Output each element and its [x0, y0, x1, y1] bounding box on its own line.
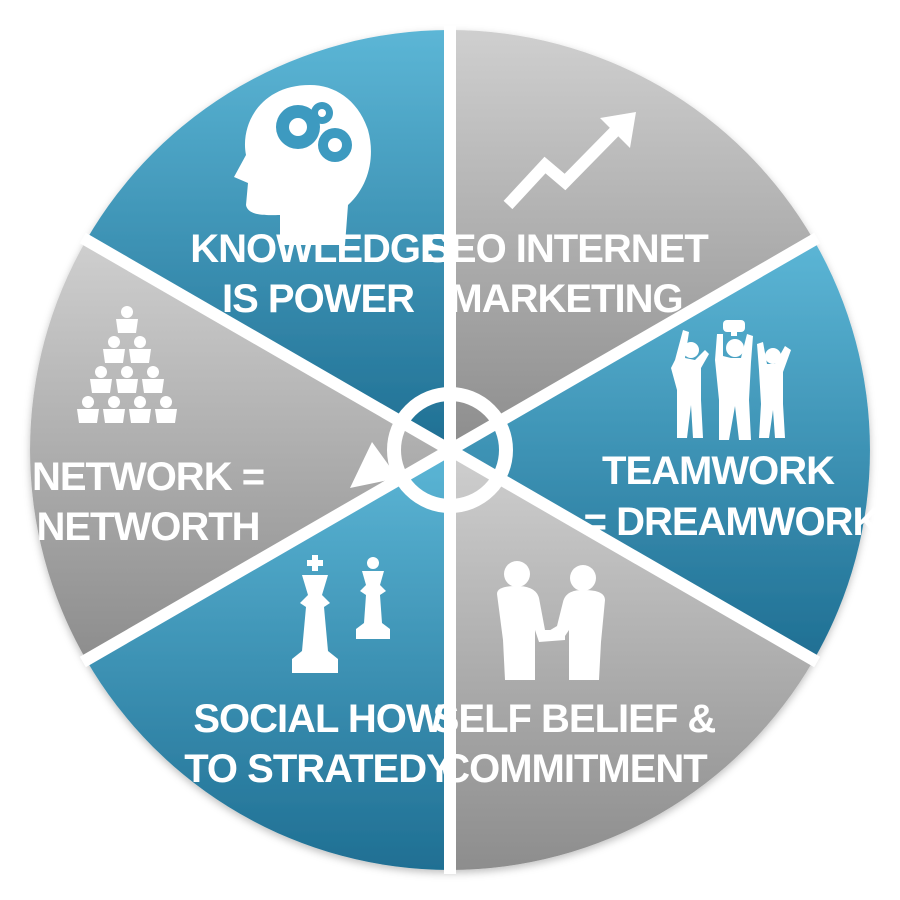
label-social-line1: SOCIAL HOW: [193, 697, 444, 741]
pyramid-person-body: [77, 409, 99, 423]
head-gears-icon: [234, 85, 371, 245]
pyramid-person-head: [95, 366, 107, 378]
segment-social: [86, 450, 451, 870]
segment-labels: KNOWLEDGE IS POWER SEO INTERNET MARKETIN…: [32, 227, 883, 791]
label-selfbelief-line2: COMMITMENT: [441, 747, 707, 791]
pyramid-person-head: [121, 366, 133, 378]
label-network-line2: NETWORTH: [36, 505, 259, 549]
pyramid-person-head: [134, 336, 146, 348]
pyramid-person-head: [82, 396, 94, 408]
pyramid-person-body: [116, 319, 138, 333]
pyramid-person-head: [147, 366, 159, 378]
label-teamwork-line1: TEAMWORK: [602, 449, 835, 493]
label-seo-line1: SEO INTERNET: [424, 227, 708, 271]
segment-separator-line: [447, 444, 821, 668]
people-pyramid-icon: [77, 306, 177, 423]
segment-self-belief: [450, 450, 814, 870]
segment-separator-line: [79, 232, 453, 456]
team-trophy-icon: [671, 320, 791, 440]
pyramid-person-body: [155, 409, 177, 423]
cycle-arrow-icon: [350, 387, 513, 513]
pyramid-person-head: [108, 336, 120, 348]
pyramid-person-body: [103, 409, 125, 423]
chess-pieces-icon: [292, 555, 390, 673]
label-knowledge-line2: IS POWER: [222, 277, 415, 321]
label-teamwork-line2: = DREAMWORK: [584, 500, 882, 544]
pyramid-person-head: [108, 396, 120, 408]
segment-separator-line: [447, 232, 821, 456]
pyramid-person-body: [129, 409, 151, 423]
label-knowledge-line1: KNOWLEDGE: [190, 227, 446, 271]
pyramid-person-body: [142, 379, 164, 393]
segment-seo: [450, 30, 814, 450]
pyramid-person-head: [134, 396, 146, 408]
wheel-segments: [30, 30, 870, 870]
segment-separator-line: [79, 444, 453, 668]
handshake-icon: [497, 561, 605, 680]
pyramid-person-head: [160, 396, 172, 408]
pyramid-person-body: [129, 349, 151, 363]
label-social-line2: TO STRATEDY: [184, 747, 453, 791]
pyramid-person-body: [116, 379, 138, 393]
trend-arrow-icon: [503, 112, 636, 210]
label-selfbelief-line1: SELF BELIEF &: [433, 697, 716, 741]
label-seo-line2: MARKETING: [449, 277, 682, 321]
pyramid-person-head: [121, 306, 133, 318]
pyramid-person-body: [103, 349, 125, 363]
segment-separators: [79, 26, 821, 874]
segment-teamwork: [450, 240, 870, 660]
pyramid-person-body: [90, 379, 112, 393]
label-network-line1: NETWORK =: [32, 455, 264, 499]
